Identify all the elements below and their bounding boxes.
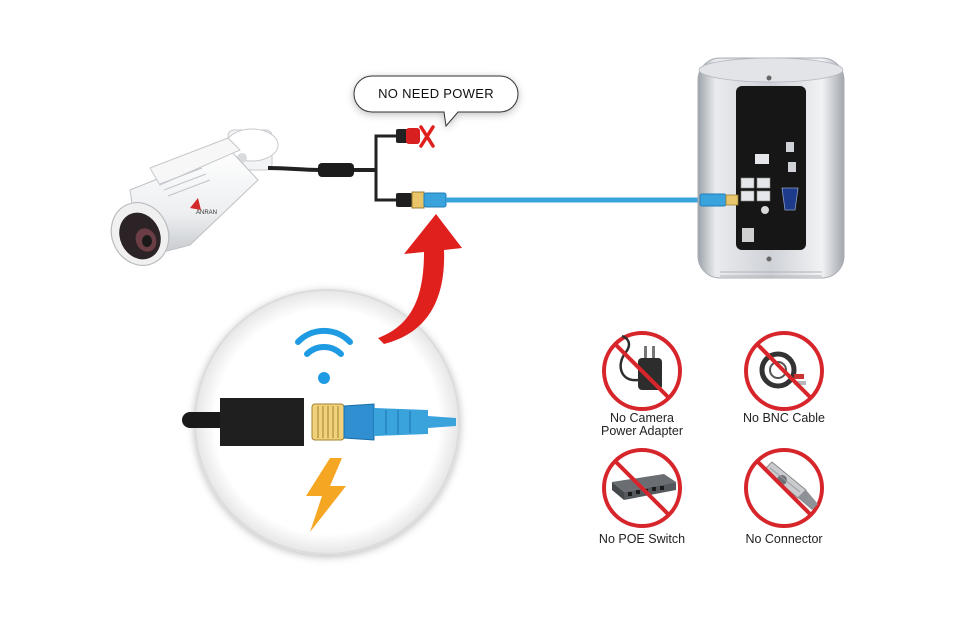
no-camera-power-adapter-label: No Camera Power Adapter	[567, 412, 717, 438]
no-connector-sign	[744, 448, 824, 528]
no-connector-label: No Connector	[709, 533, 859, 546]
wifi-data-icon	[295, 327, 353, 357]
label-line-1: No POE Switch	[598, 532, 686, 546]
dc-power-jack	[396, 128, 420, 144]
callout-text: NO NEED POWER	[378, 86, 494, 101]
no-power-adapter-sign	[602, 331, 682, 411]
no-poe-switch-label: No POE Switch	[567, 533, 717, 546]
label-line-1: No Camera	[610, 411, 674, 425]
label-line-1: No Connector	[745, 532, 823, 546]
power-switch	[742, 228, 754, 242]
no-bnc-cable-label: No BNC Cable	[709, 412, 859, 425]
bullet-camera: ANRAN	[110, 128, 321, 266]
camera-rj45-connector	[396, 191, 447, 209]
prohibited-items-grid	[602, 331, 824, 528]
magnified-connector-detail	[182, 289, 460, 555]
poe-lan-ports	[740, 177, 771, 202]
no-poe-switch-sign	[602, 448, 682, 528]
nvr-recorder	[697, 57, 845, 279]
bnc-cable-icon	[759, 351, 806, 389]
no-power-x-icon	[419, 125, 435, 148]
power-adapter-icon	[619, 334, 662, 390]
no-bnc-cable-sign	[744, 331, 824, 411]
label-line-1: No BNC Cable	[743, 411, 825, 425]
red-curved-arrow	[378, 214, 462, 344]
camera-pigtail-cables	[318, 125, 447, 209]
vga-port	[781, 187, 799, 211]
power-bolt-icon	[306, 458, 346, 532]
camera-brand-logo: ANRAN	[196, 210, 217, 216]
label-line-2: Power Adapter	[601, 424, 683, 438]
no-need-power-callout: NO NEED POWER	[353, 75, 519, 128]
wan-port	[755, 154, 769, 164]
